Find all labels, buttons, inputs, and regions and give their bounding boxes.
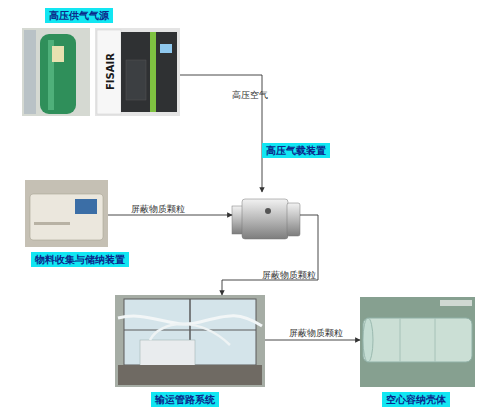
- node-label: 物料收集与储纳装置: [31, 252, 129, 267]
- window-sill: [118, 365, 262, 385]
- gas-cylinder: [40, 34, 76, 114]
- node-label: 高压供气气源: [45, 8, 113, 23]
- photo-node: 物料收集与储纳装置: [25, 180, 108, 247]
- edge-label: 屏蔽物质颗粒: [289, 328, 343, 339]
- shell-end: [363, 318, 373, 362]
- compressor-stripe: [150, 32, 156, 112]
- node-label: 输运管路系统: [151, 392, 219, 407]
- photo-background: [22, 28, 90, 116]
- collector-machine: [30, 194, 103, 240]
- photo-node: 空心容纳壳体: [360, 297, 475, 387]
- flow-arrow: [108, 215, 232, 216]
- window-bar: [124, 330, 256, 331]
- photo-node: 高压气载装置: [232, 192, 300, 245]
- cylinder-tag: [52, 46, 64, 62]
- photo-background: [115, 295, 265, 387]
- device-port: [265, 208, 271, 214]
- flow-arrow: [222, 215, 318, 295]
- compressor-grille: [126, 60, 146, 100]
- device-body: [242, 199, 288, 239]
- flow-arrow: [265, 340, 360, 341]
- compressor-front: [97, 30, 121, 114]
- wall-pipe: [24, 30, 36, 114]
- collector-screen: [75, 199, 97, 214]
- photo-node: 高压供气气源: [20, 28, 180, 116]
- node-label: 高压气载装置: [262, 143, 330, 158]
- transport-tube: [150, 324, 230, 345]
- collector-slot: [34, 222, 70, 225]
- equipment-box: [140, 340, 195, 368]
- shell-seam: [400, 318, 401, 362]
- compressor-screen: [160, 44, 172, 53]
- edge-label: 高压空气: [232, 90, 268, 101]
- photo-background: [95, 28, 180, 116]
- hollow-shell: [363, 318, 472, 362]
- device-flange: [232, 206, 243, 234]
- brand-text: FISAIR: [105, 53, 116, 90]
- edge-label: 屏蔽物质颗粒: [262, 270, 316, 281]
- node-label: 空心容纳壳体: [382, 392, 450, 407]
- photo-background: [360, 297, 475, 387]
- photo-background: [25, 180, 108, 247]
- compressor-cabinet: [121, 32, 177, 112]
- shell-seam: [435, 318, 436, 362]
- shelf-part: [440, 300, 472, 306]
- edge-label: 屏蔽物质颗粒: [131, 204, 185, 215]
- device-nut: [287, 203, 300, 236]
- photo-node: 输运管路系统: [115, 295, 265, 387]
